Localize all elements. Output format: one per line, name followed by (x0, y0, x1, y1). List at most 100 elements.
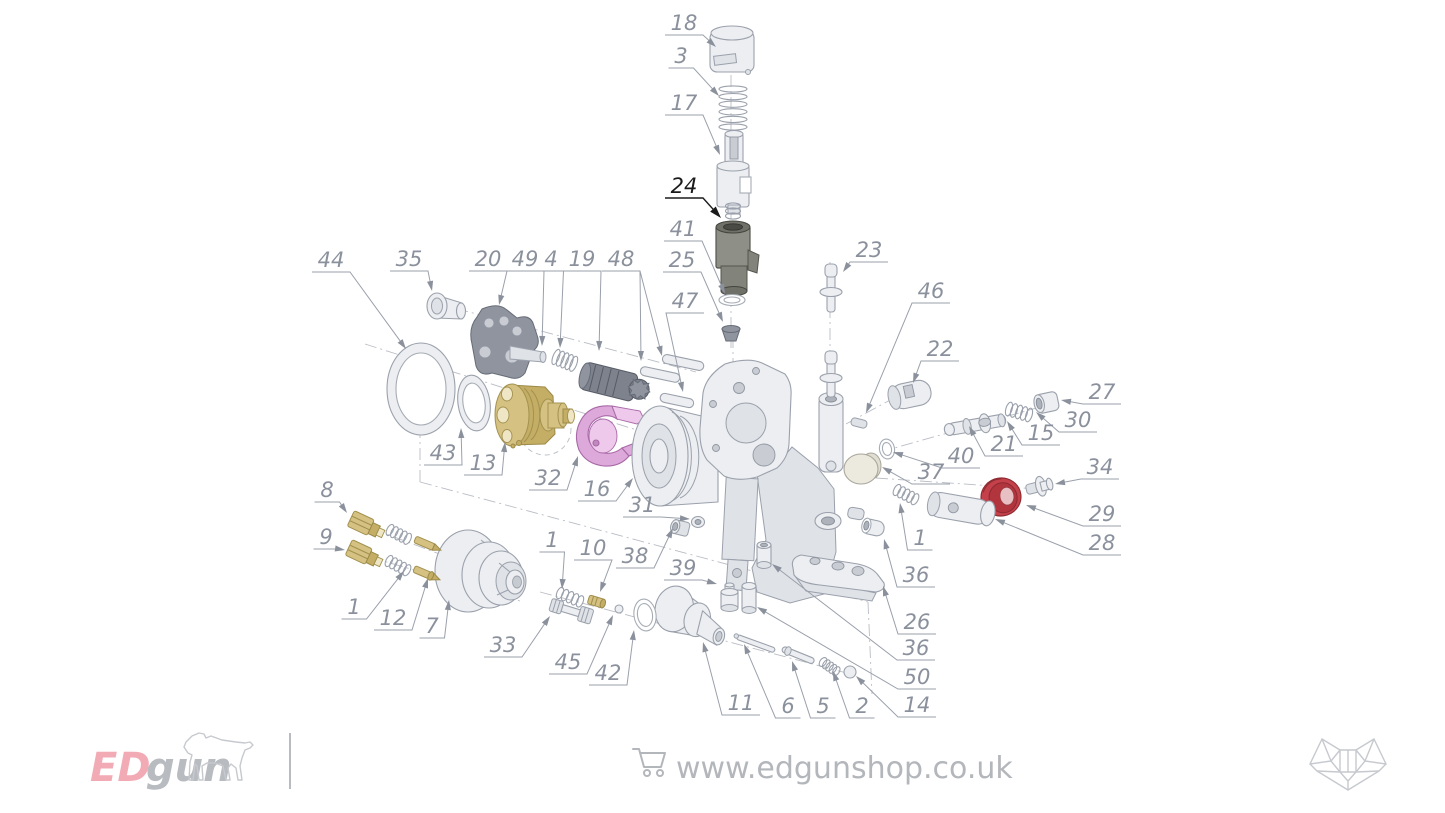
callout-41: 41 (664, 217, 725, 294)
part-washer-31 (690, 515, 706, 529)
svg-text:37: 37 (918, 460, 945, 484)
part-pin-34 (1025, 475, 1054, 497)
svg-text:49: 49 (512, 247, 539, 271)
part-drum-13 (494, 383, 575, 449)
callout-14: 14 (856, 676, 936, 718)
part-oring-40 (878, 438, 896, 460)
callout-29: 29 (1026, 502, 1121, 527)
part-seat-25 (721, 325, 741, 342)
svg-text:25: 25 (669, 248, 696, 272)
callout-34: 34 (1055, 455, 1119, 486)
part-arm-26 (791, 554, 885, 602)
callout-5: 5 (792, 661, 836, 719)
callout-36: 36 (772, 564, 935, 661)
svg-text:20: 20 (475, 247, 502, 271)
callout-3: 3 (668, 44, 719, 96)
callout-40: 40 (893, 444, 980, 469)
callout-38: 38 (616, 528, 673, 569)
svg-text:36: 36 (903, 563, 930, 587)
callout-24: 24 (665, 174, 721, 218)
part-cup-29-red (980, 477, 1022, 517)
callout-2: 2 (833, 671, 875, 719)
svg-text:24: 24 (671, 174, 698, 198)
brand-gun: gun (146, 745, 232, 791)
part-valve-11 (654, 585, 726, 646)
svg-text:19: 19 (569, 247, 596, 271)
svg-text:44: 44 (318, 248, 345, 272)
svg-text:38: 38 (622, 544, 649, 568)
callout-1: 1 (539, 528, 566, 589)
svg-text:11: 11 (728, 691, 755, 715)
callout-44: 44 (312, 248, 406, 349)
callout-50: 50 (757, 607, 936, 690)
svg-text:16: 16 (584, 477, 611, 501)
svg-text:1: 1 (347, 595, 360, 619)
part-bracket-20 (470, 305, 547, 379)
callout-8: 8 (314, 478, 347, 513)
part-valve-24-highlighted (715, 220, 760, 296)
callout-26: 26 (883, 586, 936, 635)
svg-text:6: 6 (781, 694, 794, 718)
part-bolt-35 (426, 292, 467, 320)
callout-22: 22 (913, 337, 959, 383)
cart-icon (632, 748, 666, 777)
svg-text:13: 13 (470, 451, 497, 475)
svg-text:23: 23 (856, 238, 883, 262)
website-text: www.edgunshop.co.uk (676, 751, 1013, 786)
svg-text:22: 22 (927, 337, 954, 361)
svg-text:31: 31 (629, 493, 656, 517)
part-bush-50 (741, 581, 757, 614)
part-stem-21 (943, 413, 1007, 437)
callout-1: 1 (341, 571, 404, 620)
part-pin-12 (412, 565, 442, 581)
part-pin-upper-row (413, 536, 442, 551)
part-pins-23 (819, 263, 843, 398)
callout-21: 21 (969, 426, 1023, 457)
svg-text:42: 42 (595, 661, 622, 685)
part-ratchet-19 (578, 362, 651, 402)
callout-35: 35 (390, 247, 434, 291)
callout-19: 19 (563, 247, 603, 351)
svg-text:8: 8 (320, 478, 333, 502)
callout-20: 20 (469, 247, 508, 305)
callout-45: 45 (549, 615, 613, 675)
svg-text:26: 26 (904, 610, 931, 634)
callout-46: 46 (866, 279, 950, 413)
svg-text:30: 30 (1065, 408, 1092, 432)
svg-text:2: 2 (855, 694, 868, 718)
part-spring-1-left (384, 554, 412, 577)
part-fitting-9 (345, 539, 384, 568)
svg-text:35: 35 (396, 247, 423, 271)
part-hammer-spring-17 (724, 202, 742, 220)
callout-16: 16 (578, 477, 633, 502)
svg-text:1: 1 (913, 526, 926, 550)
svg-text:36: 36 (903, 636, 930, 660)
part-bell-7 (434, 529, 527, 613)
svg-text:32: 32 (535, 466, 562, 490)
part-spring-1-right (892, 483, 920, 506)
svg-text:43: 43 (430, 441, 457, 465)
part-cap-18 (709, 25, 755, 75)
callout-36: 36 (883, 539, 935, 588)
svg-text:28: 28 (1089, 531, 1116, 555)
callout-18: 18 (665, 11, 716, 47)
svg-text:39: 39 (670, 556, 697, 580)
callout-30: 30 (1036, 408, 1097, 433)
svg-text:12: 12 (380, 606, 407, 630)
part-ring-42 (633, 598, 657, 632)
callout-7: 7 (419, 600, 451, 639)
callout-33: 33 (484, 616, 550, 658)
svg-text:45: 45 (555, 650, 582, 674)
fox-head-logo (1309, 738, 1387, 791)
svg-text:27: 27 (1089, 380, 1116, 404)
part-oring-44 (386, 342, 456, 436)
svg-text:47: 47 (672, 289, 699, 313)
callout-6: 6 (744, 644, 801, 719)
callout-31: 31 (623, 493, 690, 522)
callout-13: 13 (464, 442, 508, 476)
part-ball-14 (843, 665, 857, 679)
callout-15: 15 (1007, 421, 1060, 446)
